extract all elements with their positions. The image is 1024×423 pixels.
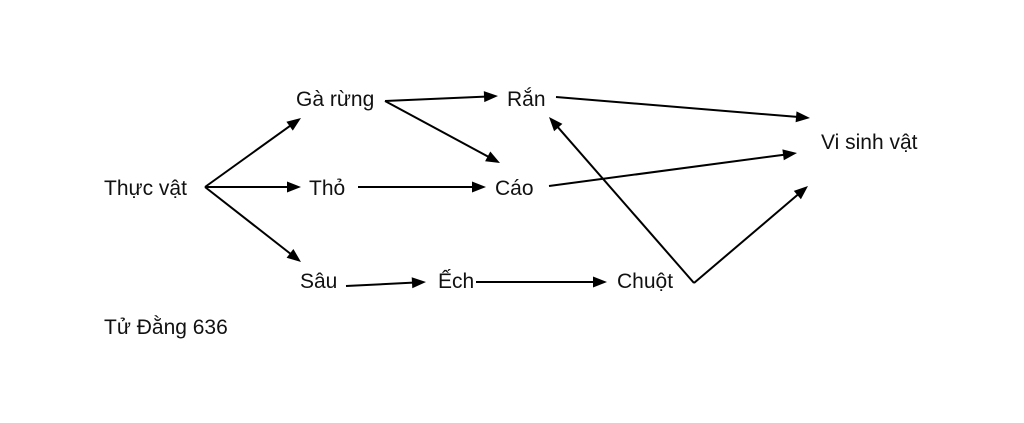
edge-sau-to-ech xyxy=(345,277,426,289)
arrowhead-icon xyxy=(287,181,301,193)
node-ran: Rắn xyxy=(507,88,546,111)
arrowhead-icon xyxy=(472,181,486,193)
edge-line xyxy=(555,96,798,118)
edge-line xyxy=(384,100,490,158)
arrowhead-icon xyxy=(483,91,498,103)
arrowhead-icon xyxy=(793,186,808,200)
nodes-layer: Thực vật Gà rừng Thỏ Sâu Rắn Cáo Ếch Chu… xyxy=(104,88,918,339)
arrowhead-icon xyxy=(411,277,426,289)
edge-line xyxy=(204,124,292,188)
node-ga-rung: Gà rừng xyxy=(296,88,374,111)
node-thuc-vat: Thực vật xyxy=(104,177,187,200)
node-chuot: Chuột xyxy=(617,270,673,293)
edge-line xyxy=(384,95,486,102)
arrowhead-icon xyxy=(485,151,500,163)
edge-ech-to-chuot xyxy=(476,276,607,288)
node-cao: Cáo xyxy=(495,177,534,200)
arrowhead-icon xyxy=(593,276,607,288)
edge-line xyxy=(204,186,292,255)
node-ech: Ếch xyxy=(438,270,474,293)
edge-line xyxy=(556,126,695,284)
node-vi-sinh-vat: Vi sinh vật xyxy=(821,131,918,154)
node-sau: Sâu xyxy=(300,270,337,293)
edge-thuc-vat-to-tho xyxy=(205,181,301,193)
edges-layer xyxy=(204,91,810,289)
edge-line xyxy=(693,193,799,284)
edge-thuc-vat-to-ga-rung xyxy=(204,118,301,188)
arrowhead-icon xyxy=(782,149,797,161)
edge-line xyxy=(548,153,785,187)
signature-text: Tử Đằng 636 xyxy=(104,316,228,339)
edge-ga-rung-to-ran xyxy=(384,91,498,103)
edge-ran-to-vi-sinh-vat xyxy=(555,96,810,123)
edge-ga-rung-to-cao xyxy=(384,100,500,163)
edge-chuot-to-vi-sinh-vat xyxy=(693,186,808,284)
edge-line xyxy=(345,281,414,287)
arrowhead-icon xyxy=(286,249,301,262)
arrowhead-icon xyxy=(795,111,810,123)
node-tho: Thỏ xyxy=(309,177,345,200)
edge-tho-to-cao xyxy=(358,181,486,193)
edge-thuc-vat-to-sau xyxy=(204,186,301,262)
edge-cao-to-vi-sinh-vat xyxy=(548,149,797,187)
edge-chuot-to-ran xyxy=(549,117,695,284)
arrowhead-icon xyxy=(549,117,563,132)
arrowhead-icon xyxy=(286,118,301,131)
